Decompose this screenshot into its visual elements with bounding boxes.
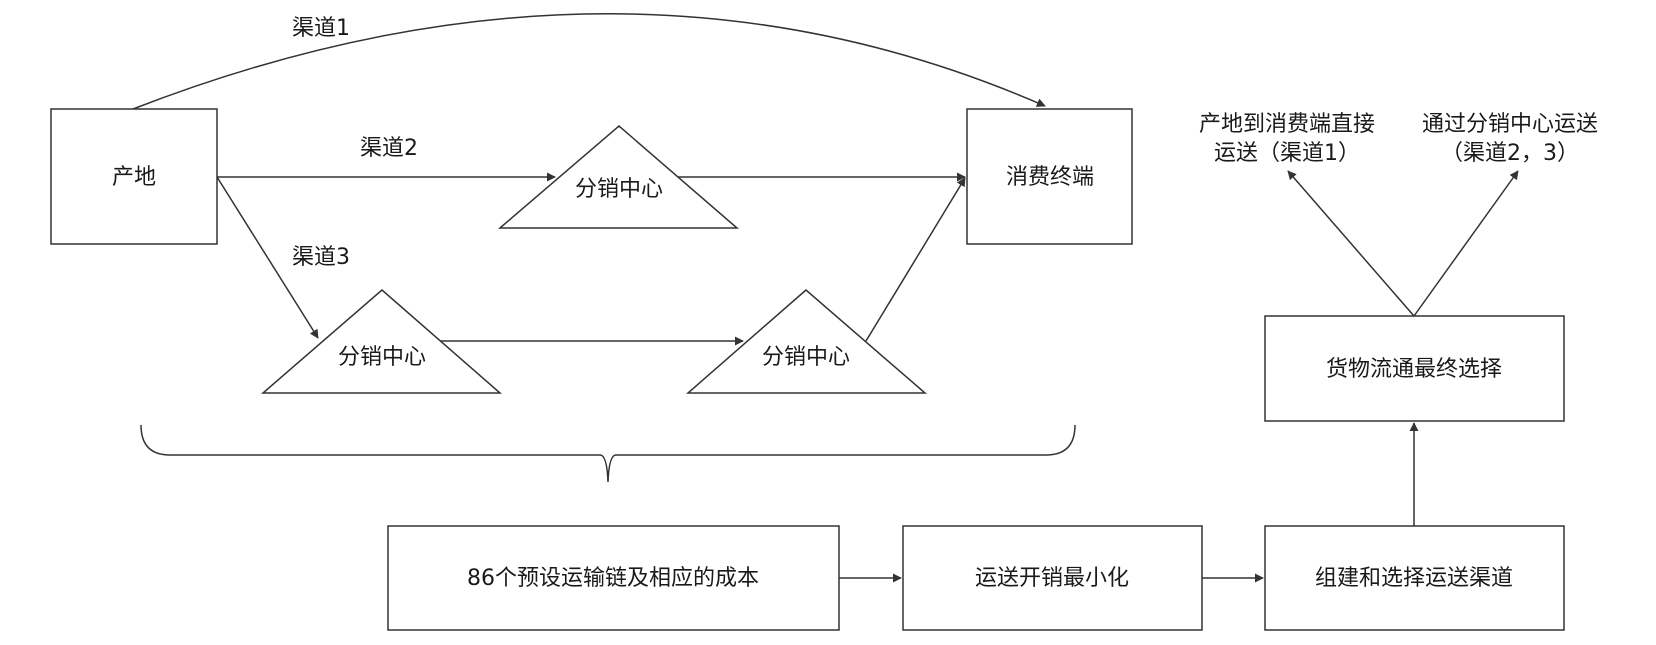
outcome-direct-line1: 产地到消费端直接 — [1199, 112, 1375, 137]
channel-1-label: 渠道1 — [292, 16, 350, 41]
build-select-box — [1264, 525, 1565, 631]
final-choice-box — [1264, 315, 1565, 422]
arrow-final-to-via-dc — [1413, 170, 1519, 317]
final-choice-label: 货物流通最终选择 — [1326, 357, 1502, 382]
origin-label: 产地 — [112, 165, 156, 190]
outcome-direct-line2: 运送（渠道1） — [1214, 141, 1360, 166]
minimize-cost-box — [902, 525, 1203, 631]
dc-right-label: 分销中心 — [762, 345, 850, 370]
channel-3-edge-dc-to-consumer — [865, 177, 966, 342]
origin-box — [50, 108, 218, 245]
channel-3-edge-origin-to-dc — [216, 176, 319, 339]
consumer-label: 消费终端 — [1006, 165, 1094, 190]
grouping-brace — [140, 424, 1076, 483]
dc-right-triangle — [686, 289, 928, 394]
preset-chains-label: 86个预设运输链及相应的成本 — [467, 566, 759, 591]
arrow-final-to-direct — [1287, 170, 1415, 317]
dc-top-label: 分销中心 — [575, 177, 663, 202]
consumer-box — [966, 108, 1133, 245]
dc-left-label: 分销中心 — [338, 345, 426, 370]
minimize-cost-label: 运送开销最小化 — [975, 566, 1129, 591]
dc-left-triangle — [260, 289, 502, 394]
channel-2-label: 渠道2 — [360, 136, 418, 161]
dc-top-triangle — [497, 125, 740, 229]
preset-chains-box — [387, 525, 840, 631]
outcome-via-dc-line2: （渠道2，3） — [1441, 141, 1579, 166]
channel-1-curve — [132, 13, 1046, 110]
outcome-via-dc-line1: 通过分销中心运送 — [1422, 112, 1598, 137]
channel-3-label: 渠道3 — [292, 245, 350, 270]
build-select-label: 组建和选择运送渠道 — [1315, 566, 1513, 591]
